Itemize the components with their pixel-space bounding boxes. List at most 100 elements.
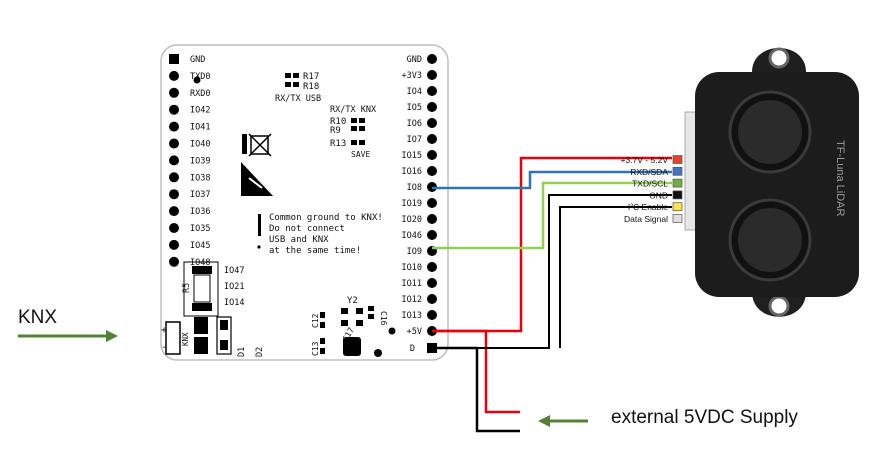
io21-label: IO21 bbox=[224, 282, 244, 292]
left-pin-io39 bbox=[169, 155, 179, 166]
right-pin-label-3v3: +3V3 bbox=[402, 71, 422, 81]
c13-label: C13 bbox=[311, 341, 320, 356]
right-pin-io7 bbox=[427, 134, 437, 144]
r5-label: R5 bbox=[182, 283, 192, 293]
knx-input-annotation: KNX bbox=[18, 307, 118, 342]
warning-line-1: Common ground to KNX! bbox=[269, 213, 383, 223]
r18-label: R18 bbox=[303, 82, 319, 92]
left-pin-label-io41: IO41 bbox=[190, 123, 210, 133]
left-pin-txd0 bbox=[169, 70, 179, 81]
left-pin-io48 bbox=[169, 256, 179, 267]
usb-jumper-block: R17 R18 RX/TX USB bbox=[275, 72, 321, 104]
left-pin-label-io40: IO40 bbox=[190, 140, 210, 150]
knx-board-label: KNX bbox=[181, 332, 190, 346]
left-pin-label-io39: IO39 bbox=[190, 156, 210, 166]
warning-line-2: Do not connect bbox=[269, 224, 345, 234]
c16-label: C16 bbox=[379, 311, 388, 326]
d2-label: D2 bbox=[255, 347, 265, 357]
right-pin-io12 bbox=[427, 294, 437, 304]
right-pin-label-io8: IO8 bbox=[407, 183, 422, 193]
lidar-pin-label-2: TXD/SCL bbox=[632, 179, 668, 189]
left-pin-label-io48: IO48 bbox=[190, 258, 210, 268]
right-pin-label-io10: IO10 bbox=[402, 263, 422, 273]
lidar-pin-swatch-0 bbox=[672, 155, 683, 164]
blue-wire-rxd bbox=[432, 170, 672, 190]
r9-label: R9 bbox=[330, 126, 341, 136]
knx-plus-label: + bbox=[161, 325, 167, 336]
left-pin-io42 bbox=[169, 104, 179, 115]
lidar-pin-swatch-5 bbox=[672, 214, 683, 223]
left-pin-label-io38: IO38 bbox=[190, 173, 210, 183]
crystal-y2: Y2 C16 C17 C12 C13 bbox=[311, 296, 388, 357]
lidar-lens-bottom-inner bbox=[738, 208, 802, 272]
lower-left-components: R5 IO47 IO21 IO14 bbox=[182, 261, 244, 317]
5v-marker-dot bbox=[388, 327, 396, 335]
lidar-pin-swatch-4 bbox=[672, 202, 683, 212]
left-pin-label-gnd: GND bbox=[190, 55, 205, 65]
right-pin-label-io13: IO13 bbox=[402, 311, 422, 321]
warning-line-4: at the same time! bbox=[269, 246, 361, 256]
left-pin-rxd0 bbox=[169, 87, 179, 98]
r13-label: R13 bbox=[330, 139, 346, 149]
right-pin-label-io19: IO19 bbox=[402, 199, 422, 209]
right-pin-io15 bbox=[427, 150, 437, 160]
knx-input-label: KNX bbox=[18, 307, 57, 328]
left-pin-io41 bbox=[169, 121, 179, 132]
esd-warning-icon bbox=[241, 133, 273, 196]
left-pin-io36 bbox=[169, 206, 179, 217]
right-pin-label-io11: IO11 bbox=[402, 279, 422, 289]
r17-label: R17 bbox=[303, 72, 319, 82]
rxtx-usb-label: RX/TX USB bbox=[275, 94, 321, 104]
right-pin-label-io15: IO15 bbox=[402, 151, 422, 161]
diodes: D1 D2 bbox=[194, 316, 265, 357]
left-pin-label-rxd0: RXD0 bbox=[190, 89, 210, 99]
rxtx-knx-label: RX/TX KNX bbox=[330, 105, 377, 115]
right-pin-label-io5: IO5 bbox=[407, 103, 422, 113]
right-pin-label-io12: IO12 bbox=[402, 295, 422, 305]
right-pin-label-io9: IO9 bbox=[407, 247, 422, 257]
right-pin-io4 bbox=[427, 86, 437, 96]
right-pin-io5 bbox=[427, 102, 437, 112]
board-outline bbox=[160, 44, 449, 361]
io14-label: IO14 bbox=[224, 298, 244, 308]
red-wire-supply bbox=[432, 329, 520, 414]
right-pin-io10 bbox=[427, 262, 437, 272]
lidar-pin-label-1: RXD/SDA bbox=[630, 167, 668, 177]
save-label: SAVE bbox=[351, 150, 370, 159]
lidar-hole-bottom bbox=[768, 295, 790, 317]
io47-label: IO47 bbox=[224, 266, 244, 276]
warning-line-3: USB and KNX bbox=[269, 235, 329, 245]
left-pin-label-io35: IO35 bbox=[190, 224, 210, 234]
right-pin-io16 bbox=[427, 166, 437, 176]
right-pin-io13 bbox=[427, 310, 437, 320]
right-pin-label-io7: IO7 bbox=[407, 135, 422, 145]
left-pin-label-txd0: TXD0 bbox=[190, 72, 210, 82]
green-wire-txd bbox=[432, 181, 672, 250]
right-pin-io20 bbox=[427, 214, 437, 224]
right-pin-header: GND+3V3IO4IO5IO6IO7IO15IO16IO8IO19IO20IO… bbox=[388, 54, 437, 354]
lidar-pin-label-5: Data Signal bbox=[624, 214, 668, 224]
tf-luna-lidar: TF-Luna LiDAR +3.7V - 5.2V RXD/SDA TXD/SCL… bbox=[621, 47, 859, 317]
lidar-hole-top bbox=[768, 47, 790, 69]
lidar-pin-swatch-3 bbox=[672, 190, 683, 200]
black-wire-gnd-i2c bbox=[559, 206, 672, 348]
lidar-pin-label-0: +3.7V - 5.2V bbox=[621, 155, 669, 165]
lidar-name: TF-Luna LiDAR bbox=[834, 140, 846, 216]
right-pin-label-io16: IO16 bbox=[402, 167, 422, 177]
c12-label: C12 bbox=[311, 313, 320, 328]
right-pin-label-io20: IO20 bbox=[402, 215, 422, 225]
right-pin-label-io46: IO46 bbox=[402, 231, 422, 241]
left-pin-label-io42: IO42 bbox=[190, 106, 210, 116]
right-pin-label-io6: IO6 bbox=[407, 119, 422, 129]
lidar-lens-top-inner bbox=[738, 100, 802, 164]
lidar-pin-label-4: I²C Enable bbox=[628, 202, 668, 212]
left-pin-label-io36: IO36 bbox=[190, 207, 210, 217]
left-pin-label-io45: IO45 bbox=[190, 241, 210, 251]
lidar-pin-swatch-1 bbox=[672, 166, 683, 176]
right-pin-io11 bbox=[427, 278, 437, 288]
left-pin-io45 bbox=[169, 239, 179, 250]
lidar-pin-label-3: GND bbox=[649, 190, 668, 200]
